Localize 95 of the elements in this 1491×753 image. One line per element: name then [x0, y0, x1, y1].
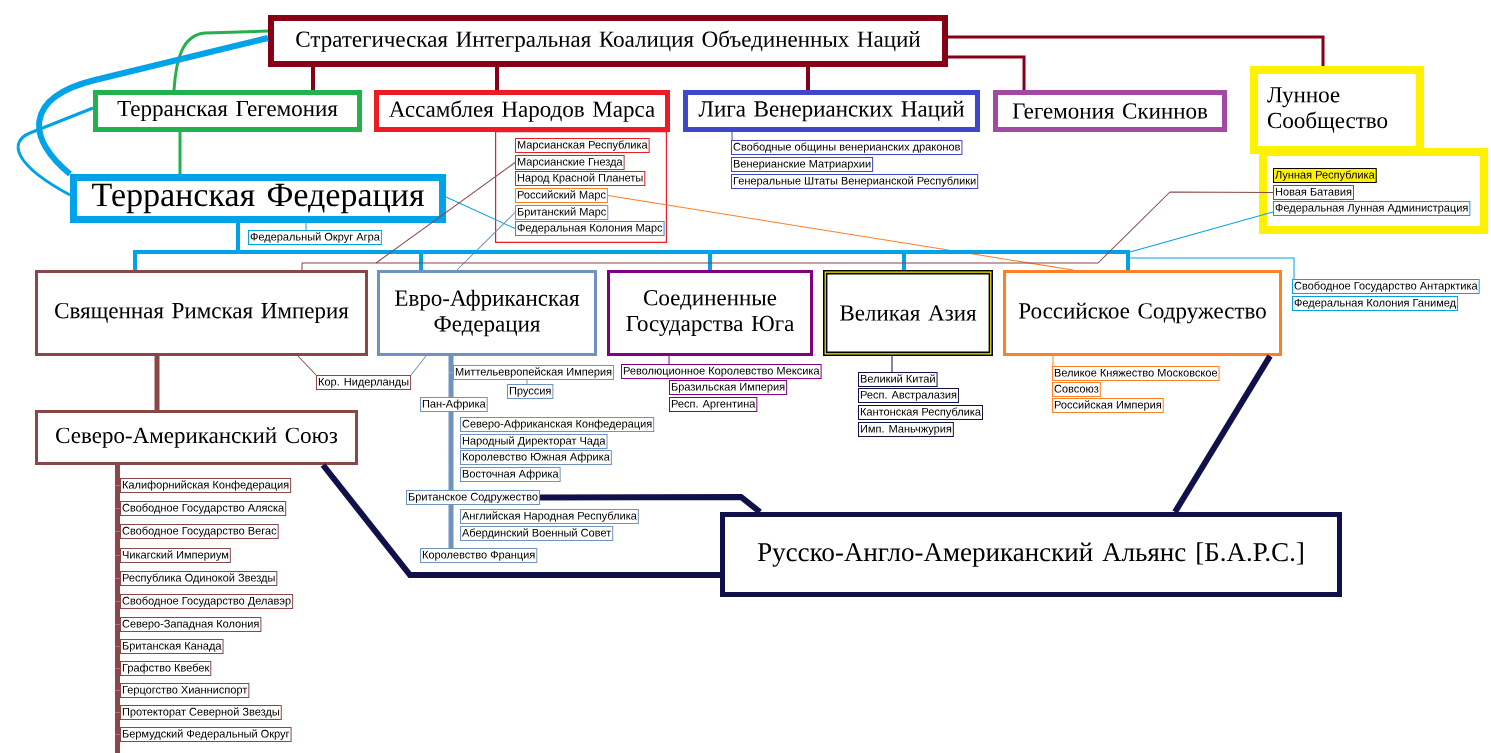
connector-line [448, 505, 454, 548]
state-box: Британский Марс [515, 205, 609, 220]
state-box: Генеральные Штаты Венерианской Республики [731, 174, 979, 189]
connector-trunk [133, 211, 1295, 280]
connector-line [1172, 354, 1273, 514]
state-box: Лунная Республика [1273, 168, 1377, 183]
state-box: Имп. Маньчжурия [858, 422, 954, 437]
connector-line [410, 355, 427, 376]
connector-line [948, 35, 1325, 66]
bloc-box: Евро-Африканская Федерация [377, 270, 597, 356]
state-box: Чикагский Империум [120, 548, 231, 563]
state-box: Кантонская Республика [858, 405, 983, 420]
bloc-box: Ассамблея Народов Марса [374, 90, 670, 132]
connector-line [891, 355, 893, 373]
connector-line [806, 67, 810, 90]
state-box: Свободные общины венерианских драконов [731, 140, 963, 155]
state-box: Марсианская Республика [515, 138, 650, 153]
bloc-box: Лунное Сообщество [1250, 66, 1424, 154]
state-box: Пруссия [507, 384, 554, 399]
bloc-box: Великая Азия [823, 270, 993, 356]
connector-line [948, 55, 1026, 90]
state-box: Федеральная Колония Ганимед [1292, 296, 1459, 311]
connector-line [731, 131, 733, 141]
state-box: Северо-Западная Колония [120, 617, 262, 632]
state-box: Северо-Африканская Конфедерация [460, 417, 655, 432]
connector-line [16, 106, 94, 197]
state-box: Герцогство Хианниспорт [120, 683, 250, 698]
state-box: Российский Марс [515, 188, 608, 203]
connector-line [448, 412, 454, 490]
state-box: Великое Княжество Московское [1052, 366, 1220, 381]
state-box: Британское Содружество [406, 490, 541, 505]
state-box: Пан-Африка [420, 397, 488, 412]
state-box: Федеральная Колония Марс [515, 221, 665, 236]
state-box: Графство Квебек [120, 661, 212, 676]
state-box: Кор. Нидерланды [316, 375, 412, 390]
connector-line [526, 379, 528, 385]
state-box: Калифорнийская Конфедерация [120, 478, 292, 493]
state-box: Совсоюз [1052, 382, 1101, 397]
state-box: Британская Канада [120, 639, 224, 654]
bloc-box: Северо-Американский Союз [35, 410, 358, 465]
bloc-box: Соединенные Государства Юга [607, 270, 813, 356]
connector-line [540, 494, 762, 515]
connector-line [607, 195, 1074, 271]
bloc-box: Стратегическая Интегральная Коалиция Объединенных Наций [268, 15, 948, 67]
panel-frame [495, 131, 667, 243]
state-box: Свободное Государство Аляска [120, 501, 287, 516]
state-box: Российская Империя [1052, 398, 1164, 413]
connector-trunk [448, 356, 454, 397]
bloc-box: Терранская Федерация [70, 174, 446, 223]
connector-line [495, 67, 499, 90]
state-box: Республика Одинокой Звезды [120, 571, 278, 586]
state-box: Новая Батавия [1273, 185, 1354, 200]
bloc-box: Российское Содружество [1003, 270, 1282, 356]
connector-line [172, 29, 269, 91]
bloc-box: Русско-Англо-Американский Альянс [Б.А.Р.С.] [720, 512, 1342, 597]
state-box: Бермудский Федеральный Округ [120, 727, 292, 742]
state-box: Респ. Австралазия [858, 388, 959, 403]
state-box: Абердинский Военный Совет [460, 526, 614, 541]
connector-trunk [301, 162, 1274, 271]
connector-line [178, 132, 182, 174]
connector-line [154, 356, 160, 410]
connector-line [445, 196, 516, 229]
state-box: Восточная Африка [460, 467, 561, 482]
state-box: Федеральная Лунная Администрация [1273, 201, 1471, 216]
connector-line [311, 67, 315, 90]
connector-line [456, 212, 516, 271]
bloc-box: Терранская Гегемония [93, 90, 362, 132]
state-box: Народ Красной Планеты [515, 171, 646, 186]
state-box: Венерианские Матриархии [731, 157, 874, 172]
connector-line [668, 355, 670, 365]
state-box: Революционное Королевство Мексика [621, 364, 822, 379]
state-box: Королевство Южная Африка [460, 450, 612, 465]
state-box: Марсианские Гнезда [515, 155, 625, 170]
state-box: Свободное Государство Вегас [120, 524, 279, 539]
state-box: Свободное Государство Делавэр [120, 594, 294, 609]
connector-line [305, 222, 307, 231]
connector-line [36, 35, 269, 177]
state-box: Свободное Государство Антарктика [1292, 279, 1480, 294]
connector-line [1052, 355, 1054, 367]
state-box: Английская Народная Республика [460, 509, 639, 524]
state-box: Бразильская Империя [669, 380, 788, 395]
state-box: Великий Китай [858, 372, 938, 387]
state-box: Королевство Франция [420, 548, 538, 563]
state-box: Протекторат Северной Звезды [120, 705, 282, 720]
bloc-box: Гегемония Скиннов [993, 90, 1227, 132]
state-box: Федеральный Округ Агра [248, 230, 382, 245]
connector-trunk [115, 465, 120, 753]
bloc-box: Священная Римская Империя [35, 270, 368, 356]
connector-line [297, 355, 317, 376]
state-box: Народный Директорат Чада [460, 434, 608, 449]
state-box: Миттельевропейская Империя [453, 365, 615, 380]
state-box: Респ. Аргентина [669, 397, 758, 412]
panel-frame [1259, 148, 1488, 234]
bloc-box: Лига Венерианских Наций [683, 90, 980, 132]
connector-line [320, 463, 720, 578]
